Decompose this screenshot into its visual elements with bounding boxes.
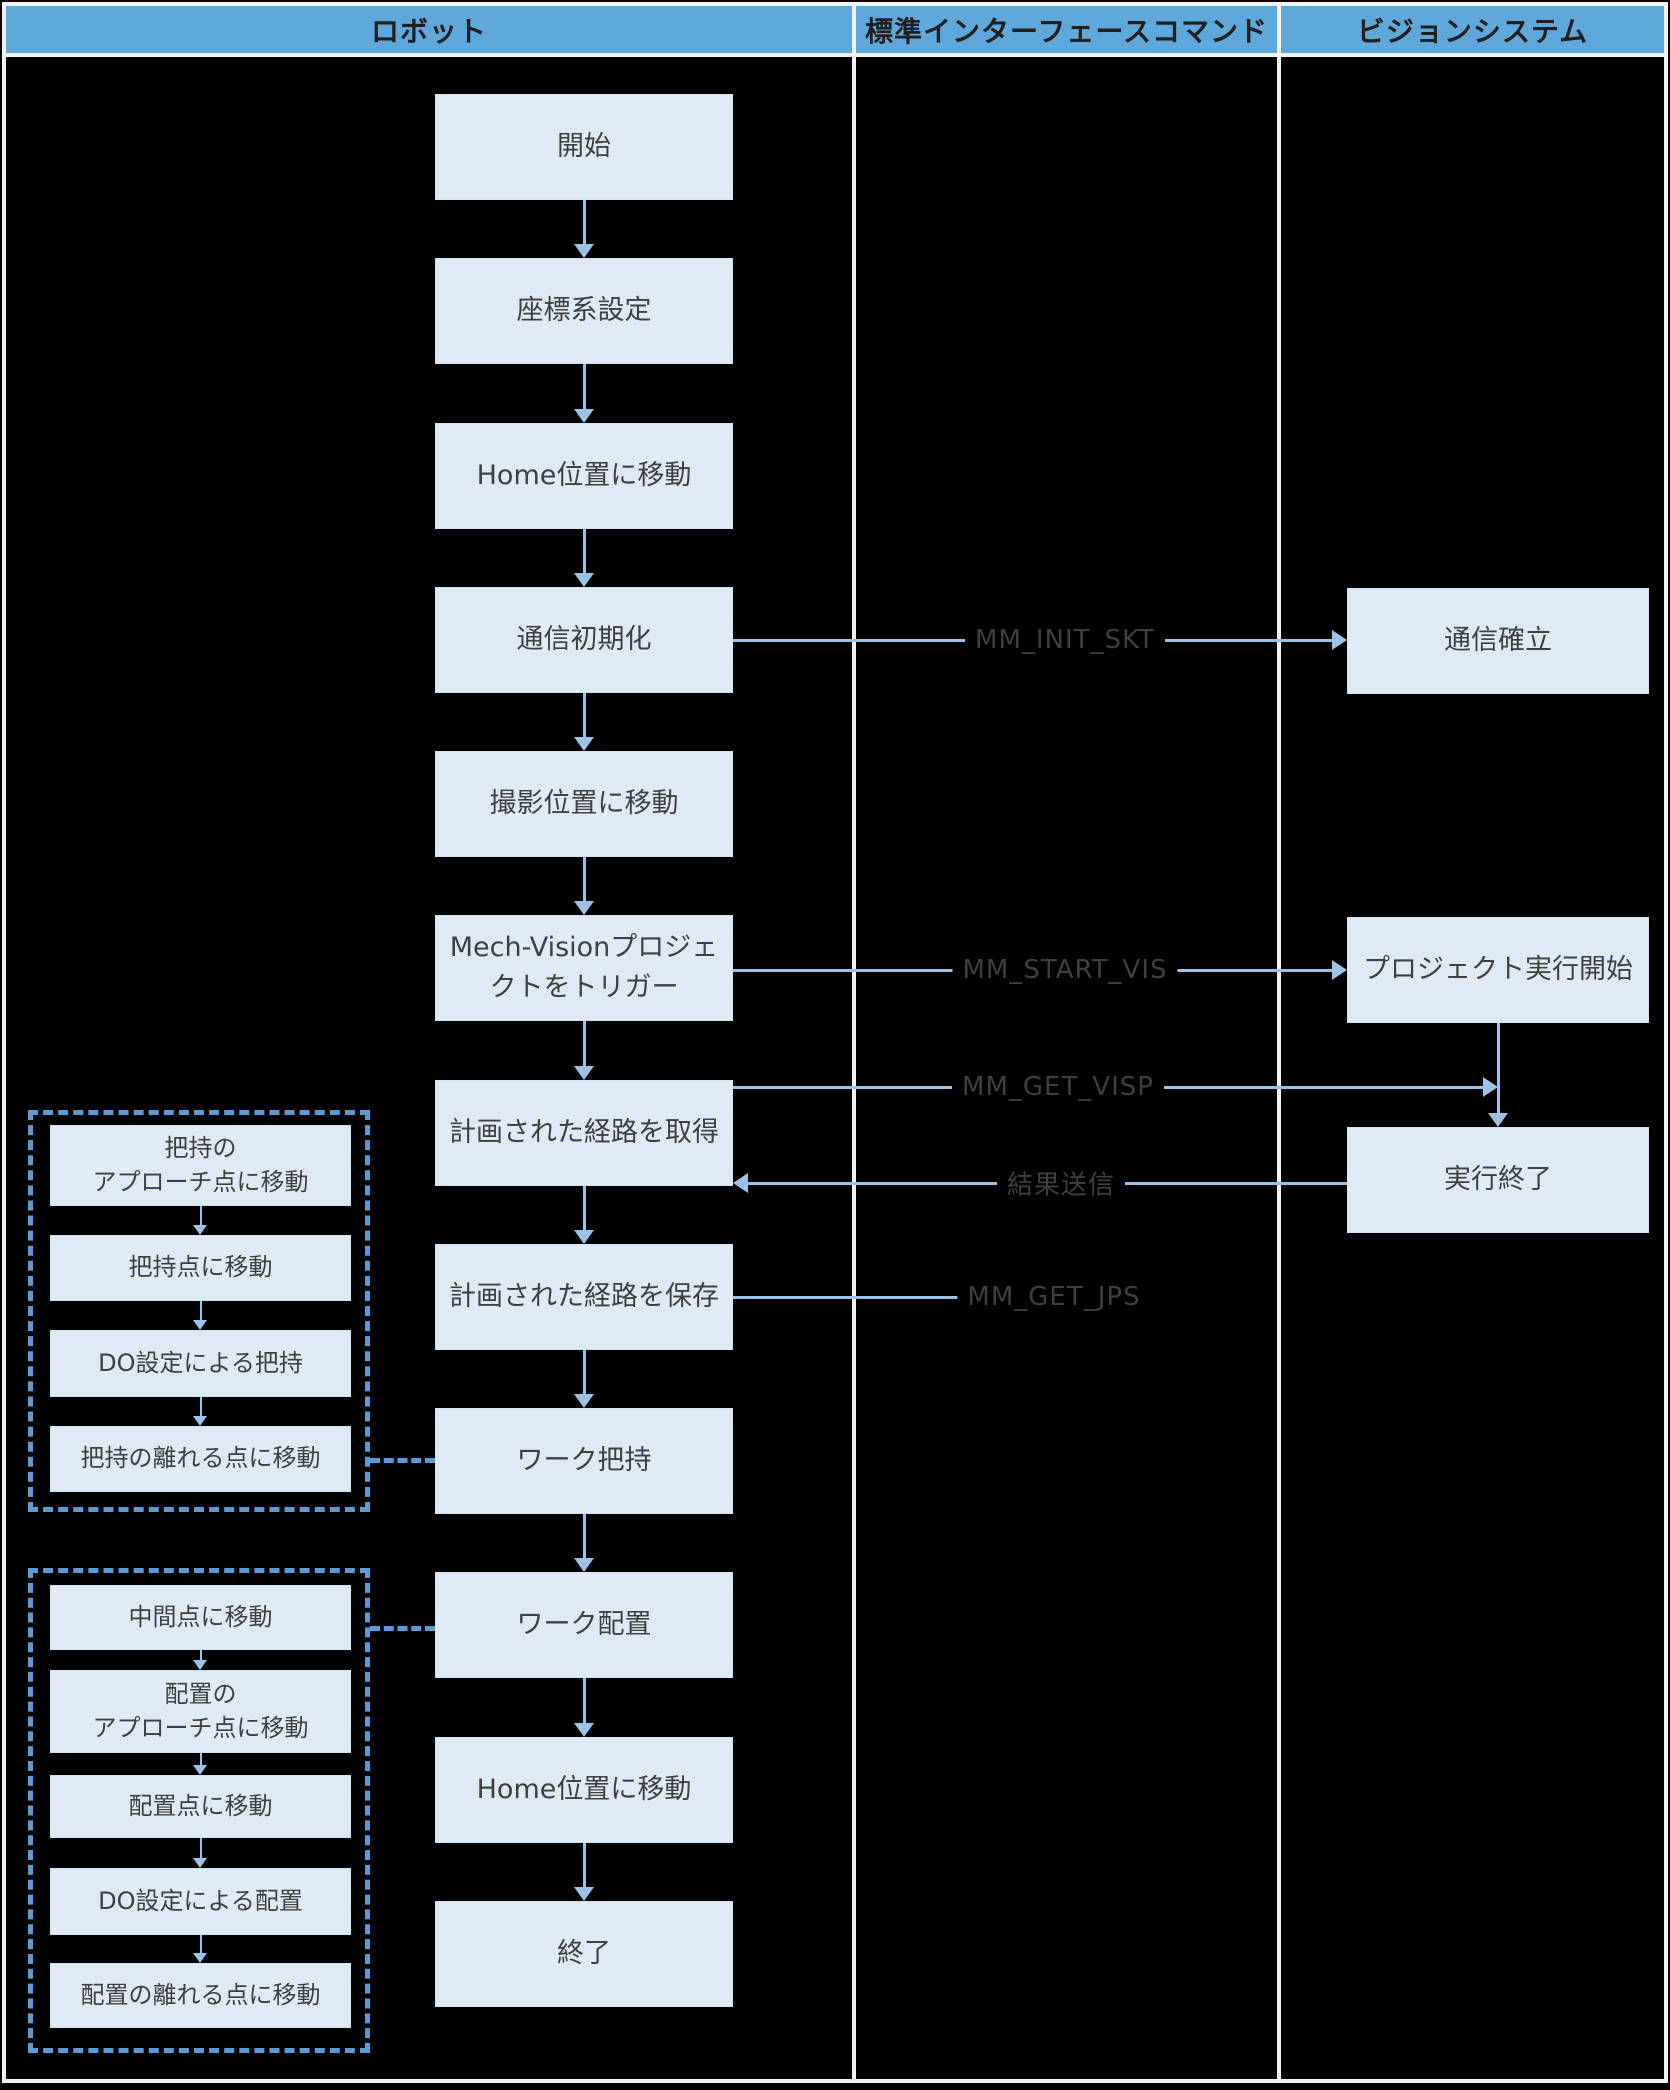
arrowhead-down-icon	[574, 1230, 594, 1244]
dashed-link-place-group	[370, 1626, 435, 1631]
flow-step-move-to-capture-position: 撮影位置に移動	[435, 751, 733, 857]
flow-arrow-down	[574, 1350, 595, 1408]
flow-arrow-down	[574, 1678, 595, 1737]
vision-step-communication-established: 通信確立	[1347, 588, 1649, 694]
subroutine-arrow-down	[193, 1935, 208, 1963]
command-label-mm-init-skt: MM_INIT_SKT	[965, 623, 1165, 657]
lane-header-robot: ロボット	[6, 6, 852, 53]
flow-step-grasp-workpiece: ワーク把持	[435, 1408, 733, 1514]
arrowhead-down-icon	[574, 573, 594, 587]
arrowhead-down-icon	[193, 1953, 207, 1963]
flow-arrow-down	[574, 529, 595, 587]
subroutine-step-move-to-grasp-approach-point: 把持の アプローチ点に移動	[50, 1125, 351, 1206]
command-label-result-send: 結果送信	[996, 1162, 1126, 1204]
lane-header-vision-system: ビジョンシステム	[1281, 6, 1664, 53]
vision-flow-arrow-down	[1488, 1023, 1509, 1127]
flow-step-coordinate-system-setting: 座標系設定	[435, 258, 733, 364]
subroutine-step-move-to-place-departure-point: 配置の離れる点に移動	[50, 1963, 351, 2028]
arrowhead-right-icon	[1332, 630, 1347, 650]
command-label-mm-get-visp: MM_GET_VISP	[952, 1070, 1164, 1104]
arrowhead-down-icon	[193, 1858, 207, 1868]
flow-step-communication-init: 通信初期化	[435, 587, 733, 693]
header-divider	[6, 53, 1664, 57]
subroutine-step-move-to-grasp-point: 把持点に移動	[50, 1235, 351, 1301]
subroutine-arrow-down	[193, 1206, 208, 1235]
subroutine-arrow-down	[193, 1397, 208, 1426]
flow-arrow-down	[574, 1186, 595, 1244]
arrowhead-down-icon	[574, 1887, 594, 1901]
arrowhead-down-icon	[574, 901, 594, 915]
subroutine-arrow-down	[193, 1838, 208, 1868]
dashed-link-grasp-group	[370, 1458, 435, 1463]
command-line-mm-get-jps	[733, 1287, 1145, 1308]
arrowhead-down-icon	[574, 1723, 594, 1737]
vision-step-execution-end: 実行終了	[1347, 1127, 1649, 1233]
arrowhead-down-icon	[574, 1394, 594, 1408]
flow-step-trigger-mech-vision-project: Mech-Visionプロジェ クトをトリガー	[435, 915, 733, 1021]
subroutine-step-move-to-place-approach-point: 配置の アプローチ点に移動	[50, 1670, 351, 1753]
flow-step-save-planned-path: 計画された経路を保存	[435, 1244, 733, 1350]
lane-separator-1	[852, 2, 856, 2083]
flow-arrow-down	[574, 200, 595, 258]
subroutine-arrow-down	[193, 1650, 208, 1670]
subroutine-arrow-down	[193, 1753, 208, 1775]
subroutine-step-move-to-intermediate-point: 中間点に移動	[50, 1585, 351, 1650]
arrowhead-down-icon	[574, 1066, 594, 1080]
flow-arrow-down	[574, 857, 595, 915]
arrowhead-down-icon	[193, 1320, 207, 1330]
flow-arrow-down	[574, 1514, 595, 1572]
flow-arrow-down	[574, 1021, 595, 1080]
subroutine-step-move-to-place-point: 配置点に移動	[50, 1775, 351, 1838]
arrowhead-down-icon	[574, 1558, 594, 1572]
lane-separator-2	[1277, 2, 1281, 2083]
flow-step-move-to-home-2: Home位置に移動	[435, 1737, 733, 1843]
arrowhead-right-icon	[1332, 960, 1347, 980]
subroutine-arrow-down	[193, 1301, 208, 1330]
arrowhead-down-icon	[1488, 1113, 1508, 1127]
arrowhead-down-icon	[574, 409, 594, 423]
subroutine-step-place-by-do-setting: DO設定による配置	[50, 1868, 351, 1935]
grasp-subroutine-group	[28, 1110, 370, 1512]
place-subroutine-group	[28, 1568, 370, 2053]
arrowhead-down-icon	[193, 1765, 207, 1775]
flow-arrow-down	[574, 1843, 595, 1901]
arrowhead-down-icon	[193, 1225, 207, 1235]
flow-step-start: 開始	[435, 94, 733, 200]
arrowhead-down-icon	[574, 737, 594, 751]
subroutine-step-grasp-by-do-setting: DO設定による把持	[50, 1330, 351, 1397]
flow-step-place-workpiece: ワーク配置	[435, 1572, 733, 1678]
arrowhead-down-icon	[574, 244, 594, 258]
command-label-mm-start-vis: MM_START_VIS	[952, 953, 1178, 987]
flow-step-end: 終了	[435, 1901, 733, 2007]
arrowhead-left-icon	[733, 1173, 748, 1193]
vision-step-project-execution-start: プロジェクト実行開始	[1347, 917, 1649, 1023]
flow-step-get-planned-path: 計画された経路を取得	[435, 1080, 733, 1186]
arrowhead-right-icon	[1483, 1077, 1498, 1097]
arrowhead-down-icon	[193, 1416, 207, 1426]
lane-header-interface-commands: 標準インターフェースコマンド	[856, 6, 1277, 53]
flow-arrow-down	[574, 693, 595, 751]
flow-arrow-down	[574, 364, 595, 423]
subroutine-step-move-to-grasp-departure-point: 把持の離れる点に移動	[50, 1426, 351, 1492]
arrowhead-down-icon	[193, 1660, 207, 1670]
command-label-mm-get-jps: MM_GET_JPS	[957, 1280, 1151, 1314]
flow-step-move-to-home-1: Home位置に移動	[435, 423, 733, 529]
